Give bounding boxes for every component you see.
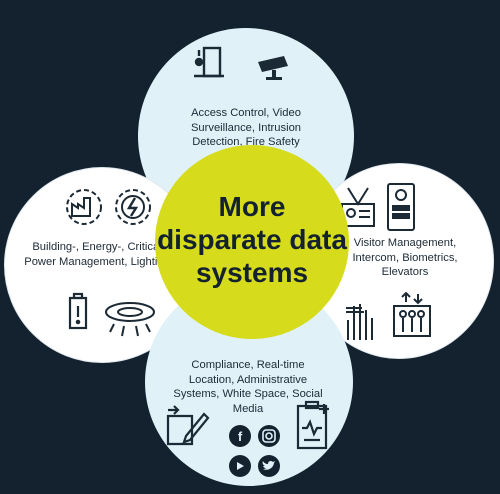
ceiling-light-icon bbox=[102, 296, 158, 338]
segment-right-label: Visitor Management, Intercom, Biometrics… bbox=[352, 237, 458, 278]
youtube-icon[interactable] bbox=[229, 455, 251, 477]
medical-clipboard-icon bbox=[296, 400, 332, 450]
center-title: More disparate data systems bbox=[157, 191, 347, 288]
center-circle bbox=[155, 145, 349, 339]
segment-left-label: Building-, Energy-, Critical Power Manag… bbox=[24, 241, 170, 268]
elevator-icon bbox=[392, 292, 432, 338]
factory-gear-icon bbox=[62, 186, 106, 228]
intercom-icon bbox=[386, 182, 416, 232]
door-exit-icon bbox=[190, 44, 226, 80]
twitter-icon[interactable] bbox=[258, 455, 280, 477]
edit-form-icon bbox=[164, 402, 210, 448]
segment-bottom-label: Compliance, Real-time Location, Administ… bbox=[173, 359, 323, 415]
segment-top-label: Access Control, Video Surveillance, Intr… bbox=[190, 107, 302, 148]
battery-icon bbox=[68, 292, 88, 330]
fingerprint-hand-icon bbox=[342, 298, 376, 342]
facebook-icon[interactable]: f bbox=[229, 425, 251, 447]
power-gear-icon bbox=[112, 186, 154, 228]
security-camera-icon bbox=[254, 52, 294, 82]
instagram-icon[interactable] bbox=[258, 425, 280, 447]
